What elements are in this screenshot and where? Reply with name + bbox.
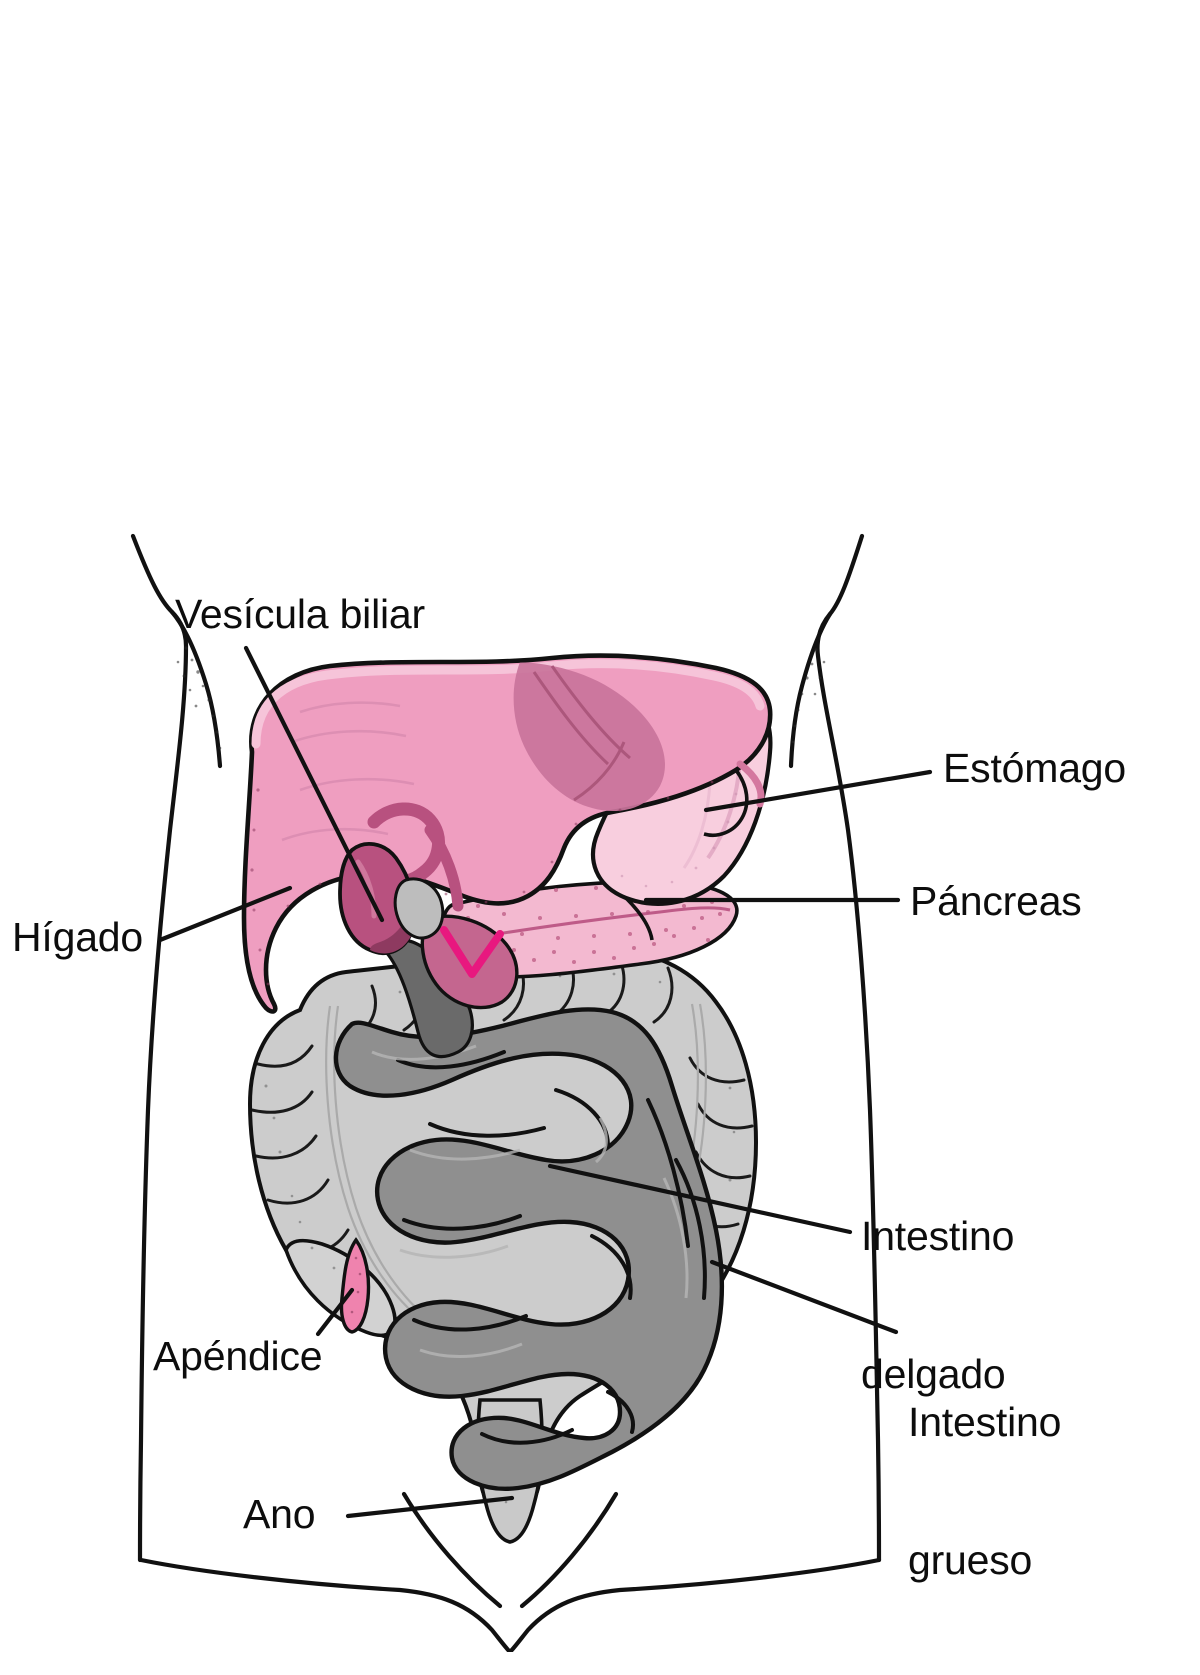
label-intestino-delgado-line2: delgado (861, 1350, 1006, 1397)
label-intestino-grueso-line1: Intestino (908, 1398, 1062, 1445)
leader-ano (345, 1495, 515, 1519)
leader-vesicula-biliar (243, 645, 385, 923)
label-intestino-delgado: Intestino delgado (861, 1122, 1014, 1489)
label-apendice: Apéndice (153, 1333, 323, 1379)
leader-estomago (703, 769, 933, 813)
body-outline (130, 533, 882, 1652)
label-ano: Ano (243, 1491, 316, 1537)
label-intestino-grueso-line2: grueso (908, 1536, 1033, 1583)
appendix-organ (339, 1237, 371, 1334)
label-estomago: Estómago (943, 745, 1127, 791)
leader-intestino-delgado (547, 1163, 853, 1235)
label-pancreas: Páncreas (910, 878, 1082, 924)
label-intestino-grueso: Intestino grueso (908, 1308, 1061, 1675)
leader-higado (157, 885, 293, 943)
leader-lines (157, 645, 933, 1519)
liver-organ (241, 653, 773, 1014)
label-intestino-delgado-line1: Intestino (861, 1212, 1015, 1259)
label-higado: Hígado (12, 914, 144, 960)
leader-intestino-grueso (709, 1259, 899, 1335)
small-intestine-organ (333, 938, 725, 1491)
leader-apendice (315, 1287, 355, 1337)
label-vesicula-biliar: Vesícula biliar (175, 591, 425, 637)
torso-stipple (176, 646, 826, 750)
